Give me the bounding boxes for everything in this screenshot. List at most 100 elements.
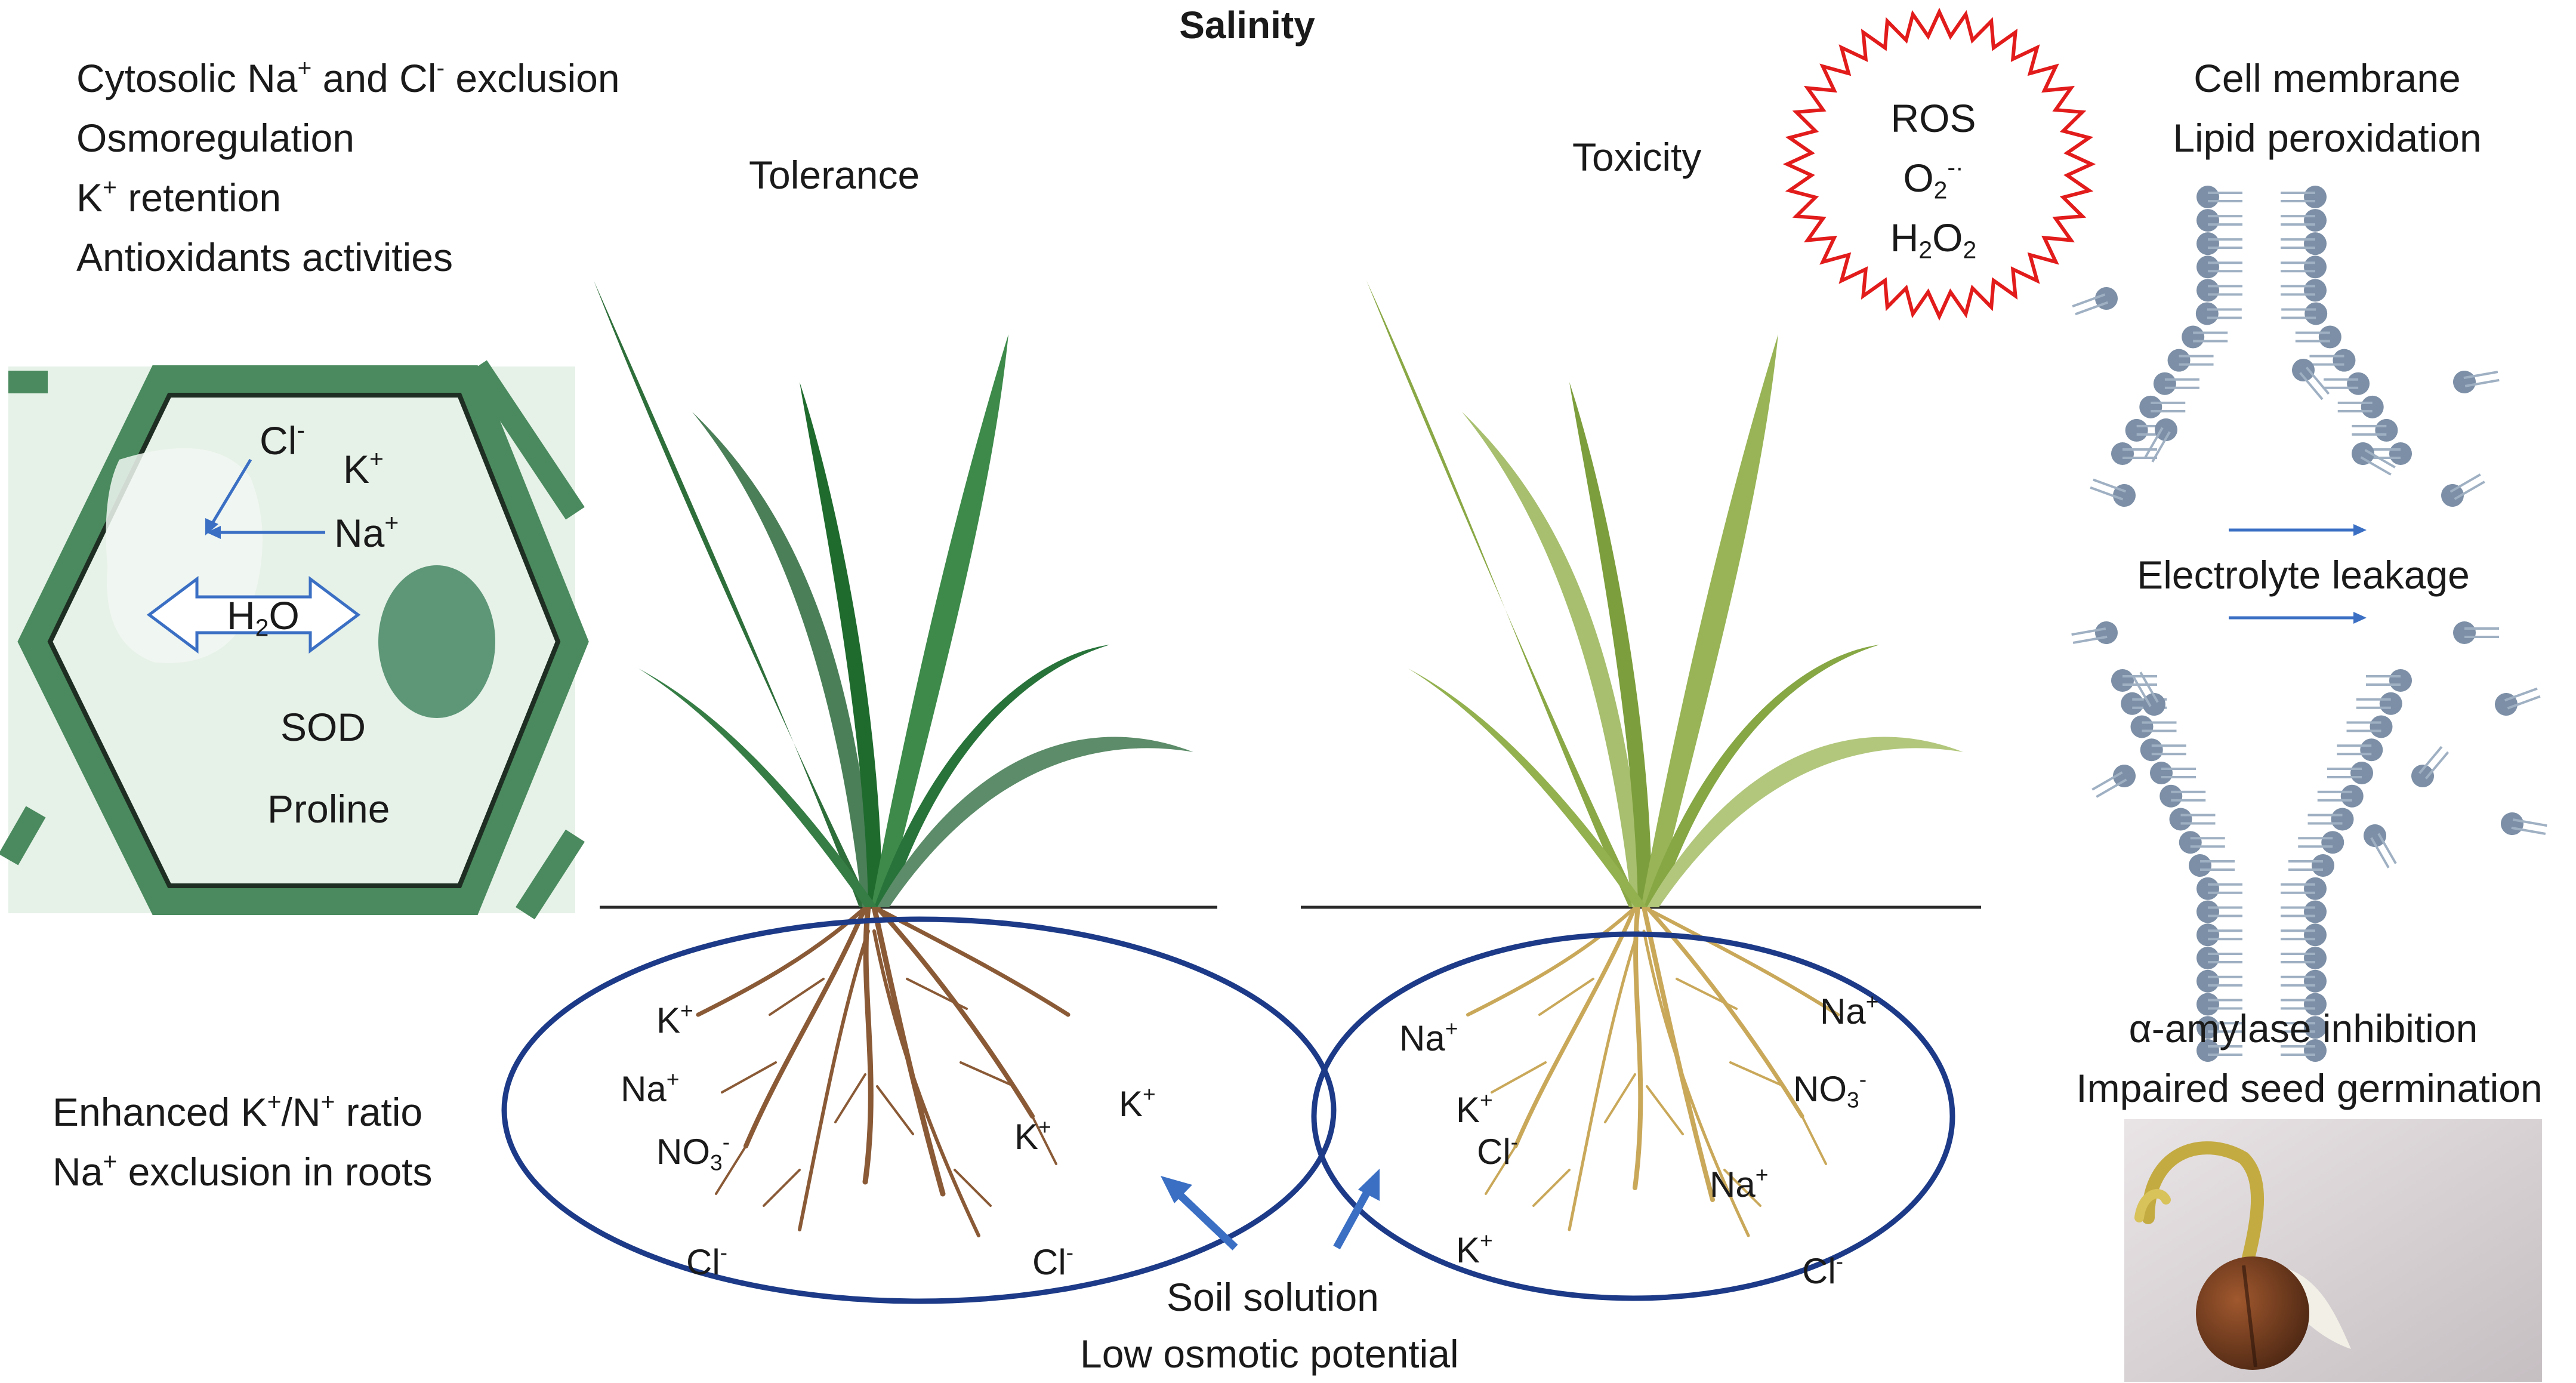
- germinating-seed-photo: [2124, 1119, 2542, 1382]
- proline-label: Proline: [267, 787, 390, 831]
- ros-title: ROS: [1890, 96, 1976, 140]
- phospholipid: [2281, 1016, 2327, 1039]
- phospholipid: [2281, 969, 2327, 993]
- na-exclusion-arrowhead: [206, 526, 221, 539]
- toxicity-label: Toxicity: [1572, 135, 1702, 179]
- soil-ion: Cl-: [1032, 1239, 1074, 1282]
- phospholipid: [2327, 762, 2373, 784]
- phospholipid: [2411, 746, 2449, 787]
- soil-ion: Cl-: [1802, 1248, 1844, 1291]
- phospholipid: [2295, 325, 2341, 349]
- cell-cl-ion: Cl-: [260, 416, 305, 463]
- trait-antioxidants: Antioxidants activities: [76, 235, 453, 279]
- trait-root-na-exclusion: Na+ exclusion in roots: [53, 1147, 433, 1194]
- alpha-amylase-label: α-amylase inhibition: [2128, 1006, 2478, 1051]
- phospholipid: [2139, 395, 2186, 418]
- phospholipid: [2090, 478, 2136, 507]
- phospholipid: [2364, 824, 2397, 868]
- diagram-title: Salinity: [1179, 4, 1315, 47]
- phospholipid: [2196, 969, 2242, 993]
- phospholipid: [2281, 877, 2327, 900]
- phospholipid: [2167, 349, 2214, 372]
- phospholipid: [2150, 762, 2196, 784]
- phospholipid: [2111, 442, 2157, 465]
- phospholipid: [2071, 621, 2118, 644]
- soil-ion: K+: [1456, 1227, 1493, 1270]
- phospholipid: [2281, 186, 2327, 208]
- phospholipid: [2453, 621, 2499, 644]
- tolerance-label: Tolerance: [749, 153, 920, 197]
- phospholipid: [2182, 325, 2228, 349]
- phospholipid: [2298, 831, 2344, 854]
- phospholipid: [2281, 1039, 2327, 1062]
- phospholipid: [2281, 279, 2327, 302]
- phospholipid: [2169, 808, 2216, 831]
- water-movement-double-arrow: [146, 576, 361, 654]
- soil-ion: Na+: [1820, 988, 1879, 1031]
- phospholipid: [2196, 877, 2242, 900]
- phospholipid: [2307, 808, 2354, 831]
- phospholipid: [2196, 947, 2242, 969]
- seed-germination-label: Impaired seed germination: [2076, 1066, 2543, 1110]
- trait-ion-exclusion: Cytosolic Na+ and Cl- exclusion: [76, 54, 620, 100]
- phospholipid: [2140, 738, 2186, 762]
- seedling-shoot: [2142, 1141, 2265, 1284]
- toxic-soil-ellipse: [1311, 931, 1955, 1301]
- soil-ion: K+: [1456, 1087, 1493, 1130]
- phospholipid: [2281, 232, 2327, 255]
- phospholipid: [2196, 209, 2242, 232]
- phospholipid: [2196, 255, 2242, 279]
- phospholipid: [2281, 923, 2327, 947]
- tolerant-soil-ellipse: [501, 916, 1337, 1304]
- phospholipid: [2130, 715, 2177, 738]
- phospholipid: [2111, 669, 2157, 692]
- phospholipid: [2317, 784, 2364, 808]
- sod-label: SOD: [280, 705, 366, 749]
- phospholipid: [2189, 854, 2235, 877]
- phospholipid: [2352, 442, 2396, 476]
- hydrogen-peroxide-label: H2O2: [1890, 215, 1977, 264]
- phospholipid: [2159, 784, 2206, 808]
- phospholipid: [2196, 279, 2242, 302]
- neighbor-cell-walls: [0, 360, 585, 920]
- phospholipid: [2288, 854, 2334, 877]
- tolerant-plant: [594, 281, 1193, 1237]
- soil-ion: Cl-: [1477, 1129, 1519, 1172]
- phospholipid: [2366, 669, 2412, 692]
- cl-influx-arrowhead: [205, 518, 218, 535]
- osmotic-potential-label: Low osmotic potential: [1080, 1332, 1459, 1376]
- soil-ion: Na+: [1399, 1015, 1458, 1058]
- phospholipid: [2196, 900, 2242, 923]
- lipid-bilayer: [2071, 186, 2547, 1062]
- phospholipid: [2281, 209, 2327, 232]
- cell-membrane: [47, 393, 561, 888]
- phospholipid: [2292, 359, 2330, 401]
- trait-osmoregulation: Osmoregulation: [76, 116, 354, 160]
- seed: [2196, 1256, 2309, 1370]
- phospholipid: [2195, 302, 2242, 325]
- salt-stressed-plant: [1366, 281, 1963, 1237]
- soil-ion: K+: [1119, 1081, 1156, 1124]
- phospholipid: [2144, 418, 2177, 463]
- toxic-leaves: [1366, 281, 1963, 907]
- phospholipid: [2281, 947, 2327, 969]
- tolerant-roots: [696, 904, 1070, 1237]
- cell-k-ion: K+: [343, 445, 384, 491]
- phospholipid: [2196, 993, 2242, 1016]
- superoxide-label: O2-·: [1903, 153, 1964, 204]
- ros-burst: [1782, 7, 2096, 321]
- trait-k-retention: K+ retention: [76, 173, 282, 220]
- soil-solution-arrows: [1161, 1169, 1380, 1250]
- phospholipid: [2453, 371, 2500, 393]
- soil-ion: Na+: [1710, 1162, 1769, 1205]
- water-label: H2O: [227, 593, 300, 642]
- soil-ion: Na+: [621, 1066, 680, 1109]
- phospholipid: [2132, 672, 2165, 716]
- seedling-tip: [2134, 1189, 2171, 1222]
- phospholipid: [2441, 473, 2485, 507]
- electrolyte-leakage-arrows: [2229, 524, 2367, 624]
- phospholipid: [2281, 255, 2327, 279]
- phospholipid: [2346, 715, 2393, 738]
- toxic-roots: [1466, 905, 1840, 1237]
